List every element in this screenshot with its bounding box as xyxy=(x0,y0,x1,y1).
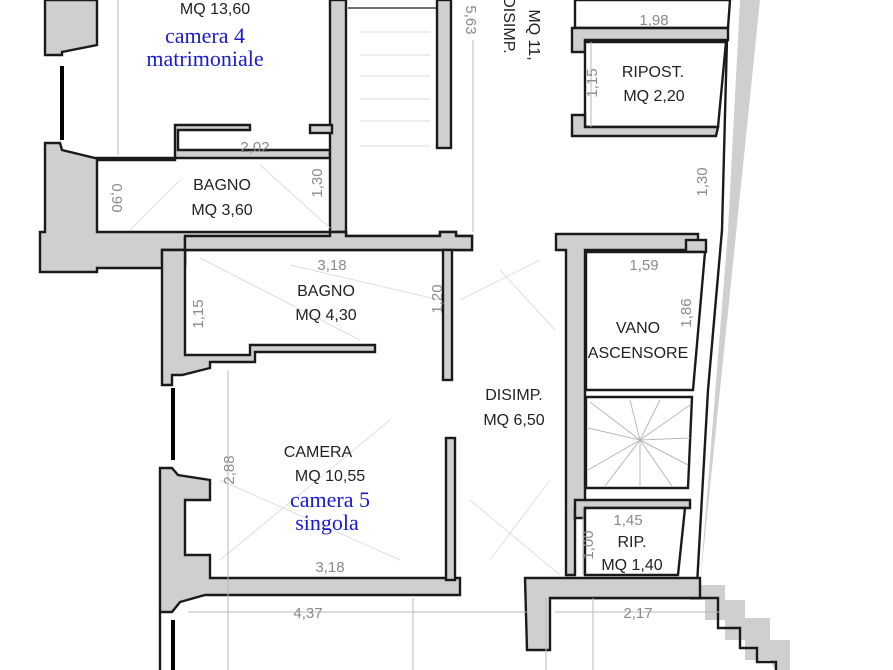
dim-202: 2,02 xyxy=(240,139,269,156)
dim-145: 1,45 xyxy=(613,512,642,529)
exterior-wall-right-outline xyxy=(695,0,730,586)
dim-159: 1,59 xyxy=(629,257,658,274)
bagno2-area: MQ 4,30 xyxy=(295,307,356,324)
dim-318-top: 3,18 xyxy=(317,257,346,274)
wall-ripost-top xyxy=(570,26,730,54)
wall-camera4-right xyxy=(328,0,348,234)
rip-name: RIP. xyxy=(617,534,646,551)
dim-120: 1,20 xyxy=(429,284,446,313)
wall-bagno2-top xyxy=(162,230,474,252)
dim-318-bottom: 3,18 xyxy=(315,559,344,576)
wall-bagno2-left xyxy=(160,248,377,387)
dim-288: 2,88 xyxy=(221,455,238,484)
room-ripost-outline xyxy=(583,40,728,129)
dim-437: 4,37 xyxy=(293,605,322,622)
camera5-note-line2: singola xyxy=(295,510,359,535)
dim-563: 5,63 xyxy=(462,5,479,34)
room-vano-ascensore-outline xyxy=(584,250,707,392)
vano-name-line2: ASCENSORE xyxy=(588,345,688,362)
vano-name-line1: VANO xyxy=(616,320,660,337)
wall-bagno2-right xyxy=(441,248,454,382)
camera4-note-line1: camera 4 xyxy=(165,23,245,48)
stair-column xyxy=(435,0,453,150)
rip-area: MQ 1,40 xyxy=(601,557,662,574)
bagno1-name: BAGNO xyxy=(193,177,251,194)
camera5-name: CAMERA xyxy=(284,444,353,461)
room-rip-outline xyxy=(583,506,687,577)
disimp-top-area: MQ 11, xyxy=(525,9,542,60)
dim-217: 2,17 xyxy=(623,605,652,622)
bagno1-area: MQ 3,60 xyxy=(191,202,252,219)
dim-100: 1,00 xyxy=(580,530,597,559)
exterior-stepped-outline xyxy=(550,596,778,670)
wall-ripost-bottom xyxy=(570,113,720,138)
door-swing-lines xyxy=(129,164,561,576)
camera5-note-line1: camera 5 xyxy=(290,487,370,512)
wall-bagno-top-right xyxy=(308,123,334,135)
stair-steps-top xyxy=(348,7,436,147)
wall-vano-right xyxy=(684,238,708,254)
wall-camera5-right xyxy=(444,436,457,582)
dim-115-bagno: 1,15 xyxy=(190,299,207,328)
dim-115-ripost: 1,15 xyxy=(584,68,601,97)
dim-130-bagno: 1,30 xyxy=(309,168,326,197)
wall-rip-bottom xyxy=(523,576,702,652)
disimp-name: DISIMP. xyxy=(485,387,543,404)
disimp-top-name: DISIMP. xyxy=(500,0,517,54)
spiral-stair xyxy=(584,395,694,490)
dim-198: 1,98 xyxy=(639,12,668,29)
dim-090: 0,90 xyxy=(108,183,125,212)
dim-130-right: 1,30 xyxy=(694,167,711,196)
camera4-area: MQ 13,60 xyxy=(180,1,250,18)
camera4-note-line2: matrimoniale xyxy=(146,46,263,71)
exterior-wall-left-top xyxy=(43,0,99,57)
bagno2-name: BAGNO xyxy=(297,283,355,300)
camera5-area: MQ 10,55 xyxy=(295,468,365,485)
ripost-area: MQ 2,20 xyxy=(623,88,684,105)
disimp-area: MQ 6,50 xyxy=(483,412,544,429)
ripost-name: RIPOST. xyxy=(622,64,684,81)
exterior-wall-right xyxy=(690,0,790,670)
exterior-wall-left-lower xyxy=(158,466,462,614)
dim-186: 1,86 xyxy=(678,298,695,327)
